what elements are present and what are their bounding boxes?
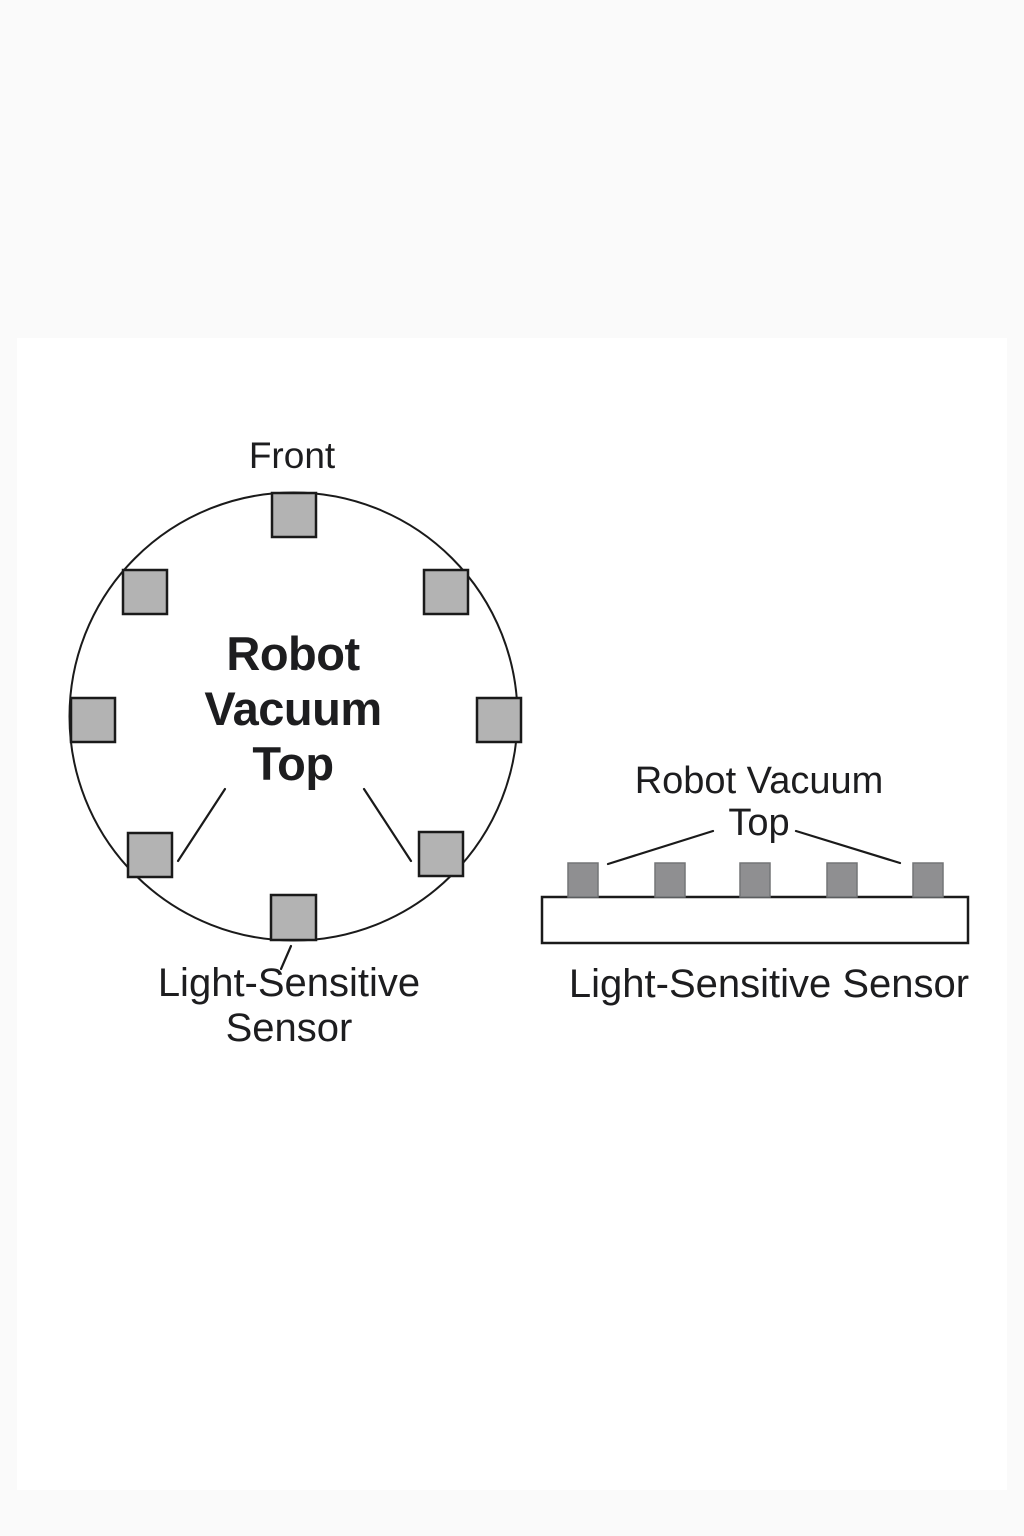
side-view-title-line-1: Robot Vacuum xyxy=(634,760,884,802)
top-sensor-square-left xyxy=(69,696,117,744)
top-view-title: Robot Vacuum Top xyxy=(93,626,493,791)
side-view-title: Robot Vacuum Top xyxy=(559,760,959,844)
top-sensor-square-right xyxy=(475,696,523,744)
top-view-title-line-3: Top xyxy=(252,737,334,790)
top-sensor-square-front-right xyxy=(422,568,470,616)
leader-line-side-title-to-right-sensor xyxy=(794,829,902,865)
top-view-sensor-label-line-1: Light-Sensitive xyxy=(157,961,421,1005)
side-sensor-square-5 xyxy=(912,862,944,898)
top-view-sensor-label-line-2: Sensor xyxy=(225,1006,353,1050)
top-view-title-line-1: Robot xyxy=(226,627,360,680)
top-sensor-square-rear-left xyxy=(126,831,174,879)
side-sensor-square-4 xyxy=(826,862,858,898)
front-label: Front xyxy=(248,435,336,476)
top-sensor-square-rear-right xyxy=(417,830,465,878)
top-view-sensor-label: Light-Sensitive Sensor xyxy=(39,961,539,1051)
robot-side-view-body xyxy=(540,895,970,945)
side-view-sensor-label: Light-Sensitive Sensor xyxy=(568,962,970,1006)
top-sensor-square-rear xyxy=(269,893,318,942)
leader-line-rear-sensor-to-label xyxy=(279,944,293,971)
leader-line-top-to-rear-left-sensor xyxy=(176,787,227,863)
side-sensor-square-2 xyxy=(654,862,686,898)
top-sensor-square-front-left xyxy=(121,568,169,616)
side-sensor-square-1 xyxy=(567,862,599,898)
top-view-title-line-2: Vacuum xyxy=(204,682,382,735)
side-view-title-line-2: Top xyxy=(728,802,790,844)
leader-line-side-title-to-left-sensor xyxy=(606,829,715,866)
top-sensor-square-front xyxy=(270,491,318,539)
side-sensor-square-3 xyxy=(739,862,771,898)
leader-line-top-to-rear-right-sensor xyxy=(362,787,413,863)
